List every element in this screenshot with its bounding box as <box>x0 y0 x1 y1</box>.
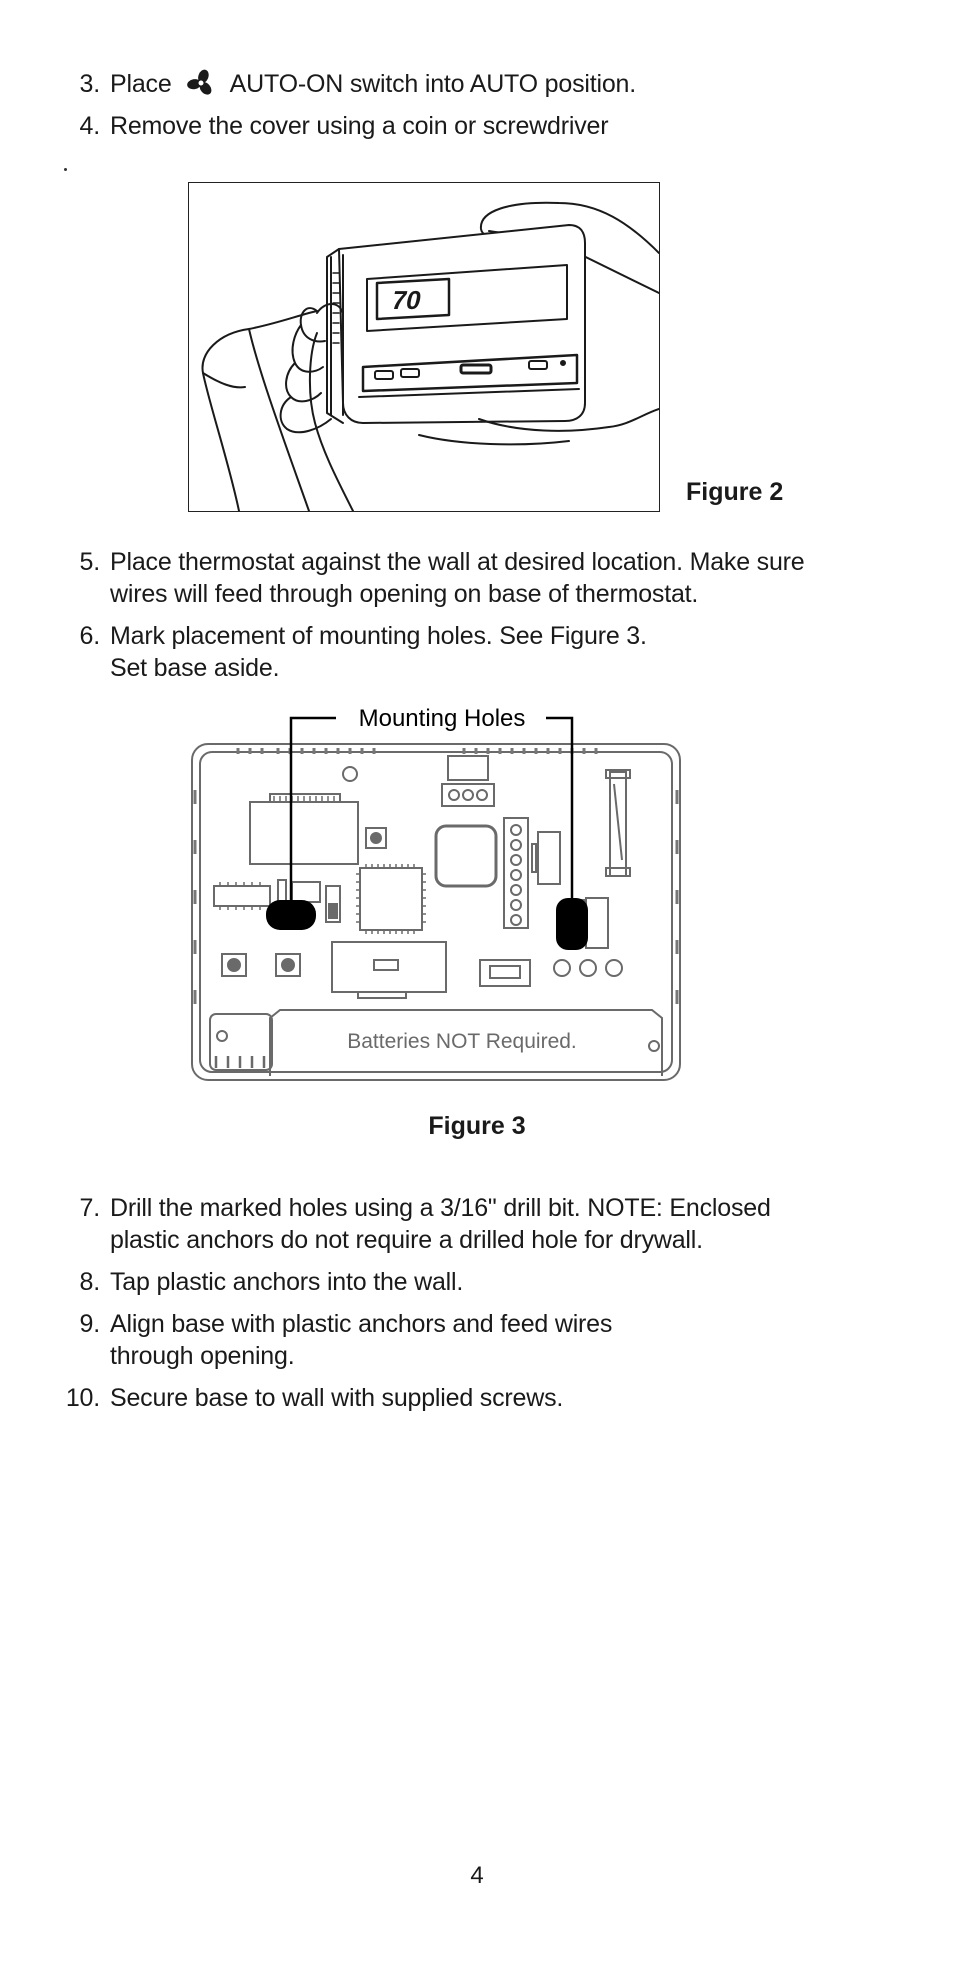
step-number: 7. <box>79 1194 101 1222</box>
page-number: 4 <box>470 1862 484 1889</box>
step-3: 3. Place AUTO-ON switch into AUTO positi… <box>40 68 920 102</box>
step-text-after: AUTO-ON switch into AUTO position. <box>229 70 637 98</box>
step-number: 3. <box>79 70 101 98</box>
mounting-hole-right <box>556 898 588 950</box>
step-text: Remove the cover using a coin or screwdr… <box>110 112 609 140</box>
step-number: 8. <box>79 1268 101 1296</box>
figure-2-display-reading: 70 <box>389 285 424 315</box>
battery-label: Batteries NOT Required. <box>347 1030 577 1053</box>
step-8: 8. Tap plastic anchors into the wall. <box>40 1266 920 1298</box>
step-text: Place AUTO-ON switch into AUTO position. <box>110 68 636 100</box>
step-5: 5. Place thermostat against the wall at … <box>40 546 920 610</box>
step-number: 6. <box>79 622 101 650</box>
step-4: 4. Remove the cover using a coin or scre… <box>40 110 920 144</box>
thermostat-base-diagram: Mounting Holes Batteries NOT Required. <box>191 705 681 1081</box>
fan-icon <box>184 69 218 97</box>
step-line-2: Set base aside. <box>110 654 280 682</box>
mounting-hole-left <box>266 900 316 930</box>
figure-3: Mounting Holes Batteries NOT Required. <box>186 700 686 1084</box>
step-number: 4. <box>79 112 101 140</box>
step-line-2: through opening. <box>110 1342 295 1370</box>
thermostat-removal-illustration: 70 <box>201 201 659 511</box>
figure-2-caption: Figure 2 <box>686 478 784 506</box>
step-number: 5. <box>79 548 101 576</box>
step-line-2: wires will feed through opening on base … <box>110 580 699 608</box>
figure-3-caption: Figure 3 <box>428 1112 526 1140</box>
mounting-holes-callout: Mounting Holes <box>359 705 526 732</box>
step-line-2: plastic anchors do not require a drilled… <box>110 1226 703 1254</box>
step-line-1: Align base with plastic anchors and feed… <box>110 1310 613 1338</box>
step-line-1: Secure base to wall with supplied screws… <box>110 1384 564 1412</box>
step-number: 9. <box>79 1310 101 1338</box>
step-text-before: Place <box>110 70 172 98</box>
step-number: 10. <box>65 1384 100 1412</box>
step-line-1: Mark placement of mounting holes. See Fi… <box>110 622 647 650</box>
step-6: 6. Mark placement of mounting holes. See… <box>40 620 920 684</box>
step-line-1: Drill the marked holes using a 3/16" dri… <box>110 1194 771 1222</box>
step-10: 10. Secure base to wall with supplied sc… <box>40 1382 920 1414</box>
step-line-1: Tap plastic anchors into the wall. <box>110 1268 464 1296</box>
step-9: 9. Align base with plastic anchors and f… <box>40 1308 920 1372</box>
step-7: 7. Drill the marked holes using a 3/16" … <box>40 1192 920 1256</box>
step-line-1: Place thermostat against the wall at des… <box>110 548 805 576</box>
stray-dot <box>64 168 67 171</box>
figure-2-frame: 70 <box>188 182 660 512</box>
